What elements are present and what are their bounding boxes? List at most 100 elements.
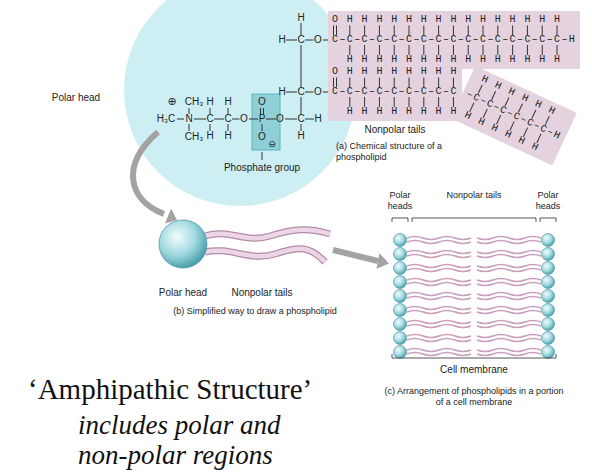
- bond: [512, 26, 513, 36]
- tail-line: [407, 255, 471, 258]
- bond: [453, 45, 454, 55]
- atom: C: [224, 113, 231, 125]
- head-sphere: [542, 318, 555, 331]
- tail-line: [477, 293, 541, 296]
- head-sphere: [394, 304, 407, 317]
- tail-line: [477, 311, 541, 314]
- bond: [336, 26, 337, 36]
- bond: [453, 78, 454, 88]
- part-label: Nonpolar tails: [364, 124, 425, 136]
- bond: [349, 97, 350, 107]
- bond: [505, 97, 509, 106]
- atom: H: [206, 96, 213, 108]
- atom: C: [297, 113, 304, 125]
- head-sphere: [542, 290, 555, 303]
- part-label: Polar head: [159, 287, 207, 299]
- bond: [349, 26, 350, 36]
- bond: [542, 26, 543, 36]
- atom: O: [258, 131, 266, 143]
- bond: [394, 78, 395, 88]
- atom: N: [185, 113, 192, 125]
- bond: [470, 103, 474, 112]
- title: ‘Amphipathic Structure’: [28, 372, 312, 406]
- part-label: Cell membrane: [440, 364, 508, 376]
- bond: [542, 45, 543, 55]
- head-sphere: [542, 346, 555, 359]
- tail-line: [407, 297, 471, 300]
- atom: CH₃: [185, 131, 204, 143]
- bond: [379, 78, 380, 88]
- atom: H: [224, 96, 231, 108]
- bond: [379, 97, 380, 107]
- tail-line: [477, 237, 541, 240]
- caption-label: (b) Simplified way to draw a phospholipi…: [173, 306, 337, 316]
- bond: [527, 45, 528, 55]
- bond: [349, 78, 350, 88]
- tail-line: [477, 265, 541, 268]
- bond: [379, 45, 380, 55]
- tail-line: [407, 251, 471, 254]
- head-sphere: [394, 290, 407, 303]
- bond: [409, 97, 410, 107]
- tail-line: [407, 241, 471, 244]
- tail-line: [407, 265, 471, 268]
- bond: [478, 85, 482, 94]
- bond: [438, 97, 439, 107]
- simplified-tails: [205, 230, 330, 262]
- tail-line: [407, 283, 471, 286]
- straight-arrow: [333, 250, 378, 261]
- tail-line: [477, 325, 541, 328]
- atom: H: [314, 113, 321, 125]
- tail-line: [477, 241, 541, 244]
- head-sphere: [542, 234, 555, 247]
- tail-line: [477, 335, 541, 338]
- atom: C: [297, 34, 304, 46]
- tail-line: [407, 321, 471, 324]
- bond: [483, 109, 487, 118]
- tail-line: [477, 321, 541, 324]
- tail-line: [477, 297, 541, 300]
- brackets: [392, 218, 556, 358]
- curved-arrow: [133, 132, 164, 214]
- bond: [491, 91, 495, 100]
- tail-line: [407, 335, 471, 338]
- phosphate-box: [252, 94, 280, 150]
- carbon-chain: C–C–C–C–C–C–C–C–C–C–C–C–C–C–C–C–H: [332, 35, 576, 45]
- tail-line: [407, 237, 471, 240]
- caption-label: (a) Chemical structure of a phospholipid: [336, 141, 476, 163]
- atom: H: [224, 130, 231, 142]
- charge: ⊕: [167, 95, 176, 108]
- bond: [423, 26, 424, 36]
- tail-line: [407, 293, 471, 296]
- head-sphere: [542, 332, 555, 345]
- bond: [496, 115, 500, 124]
- head-sphere: [542, 262, 555, 275]
- part-label: Phosphate group: [224, 162, 300, 174]
- bond: [409, 26, 410, 36]
- head-sphere: [394, 332, 407, 345]
- head-sphere: [394, 262, 407, 275]
- polar-head-region: [124, 0, 356, 206]
- atom: O: [314, 34, 322, 46]
- bond: [394, 26, 395, 36]
- head-sphere: [394, 234, 407, 247]
- bond: [364, 45, 365, 55]
- bond: [468, 45, 469, 55]
- bond: [453, 26, 454, 36]
- bond: [497, 45, 498, 55]
- atom: C: [206, 113, 213, 125]
- bond: [333, 78, 334, 88]
- tail-line: [407, 269, 471, 272]
- part-label: Polar head: [52, 92, 100, 104]
- atom: H: [278, 34, 285, 46]
- bond: [483, 26, 484, 36]
- bond: [497, 26, 498, 36]
- head-sphere: [159, 220, 207, 268]
- bond: [483, 45, 484, 55]
- atom: O: [314, 86, 322, 98]
- bond: [527, 26, 528, 36]
- head-sphere: [394, 318, 407, 331]
- atom: P: [259, 113, 266, 125]
- bond: [336, 78, 337, 88]
- head-sphere: [394, 276, 407, 289]
